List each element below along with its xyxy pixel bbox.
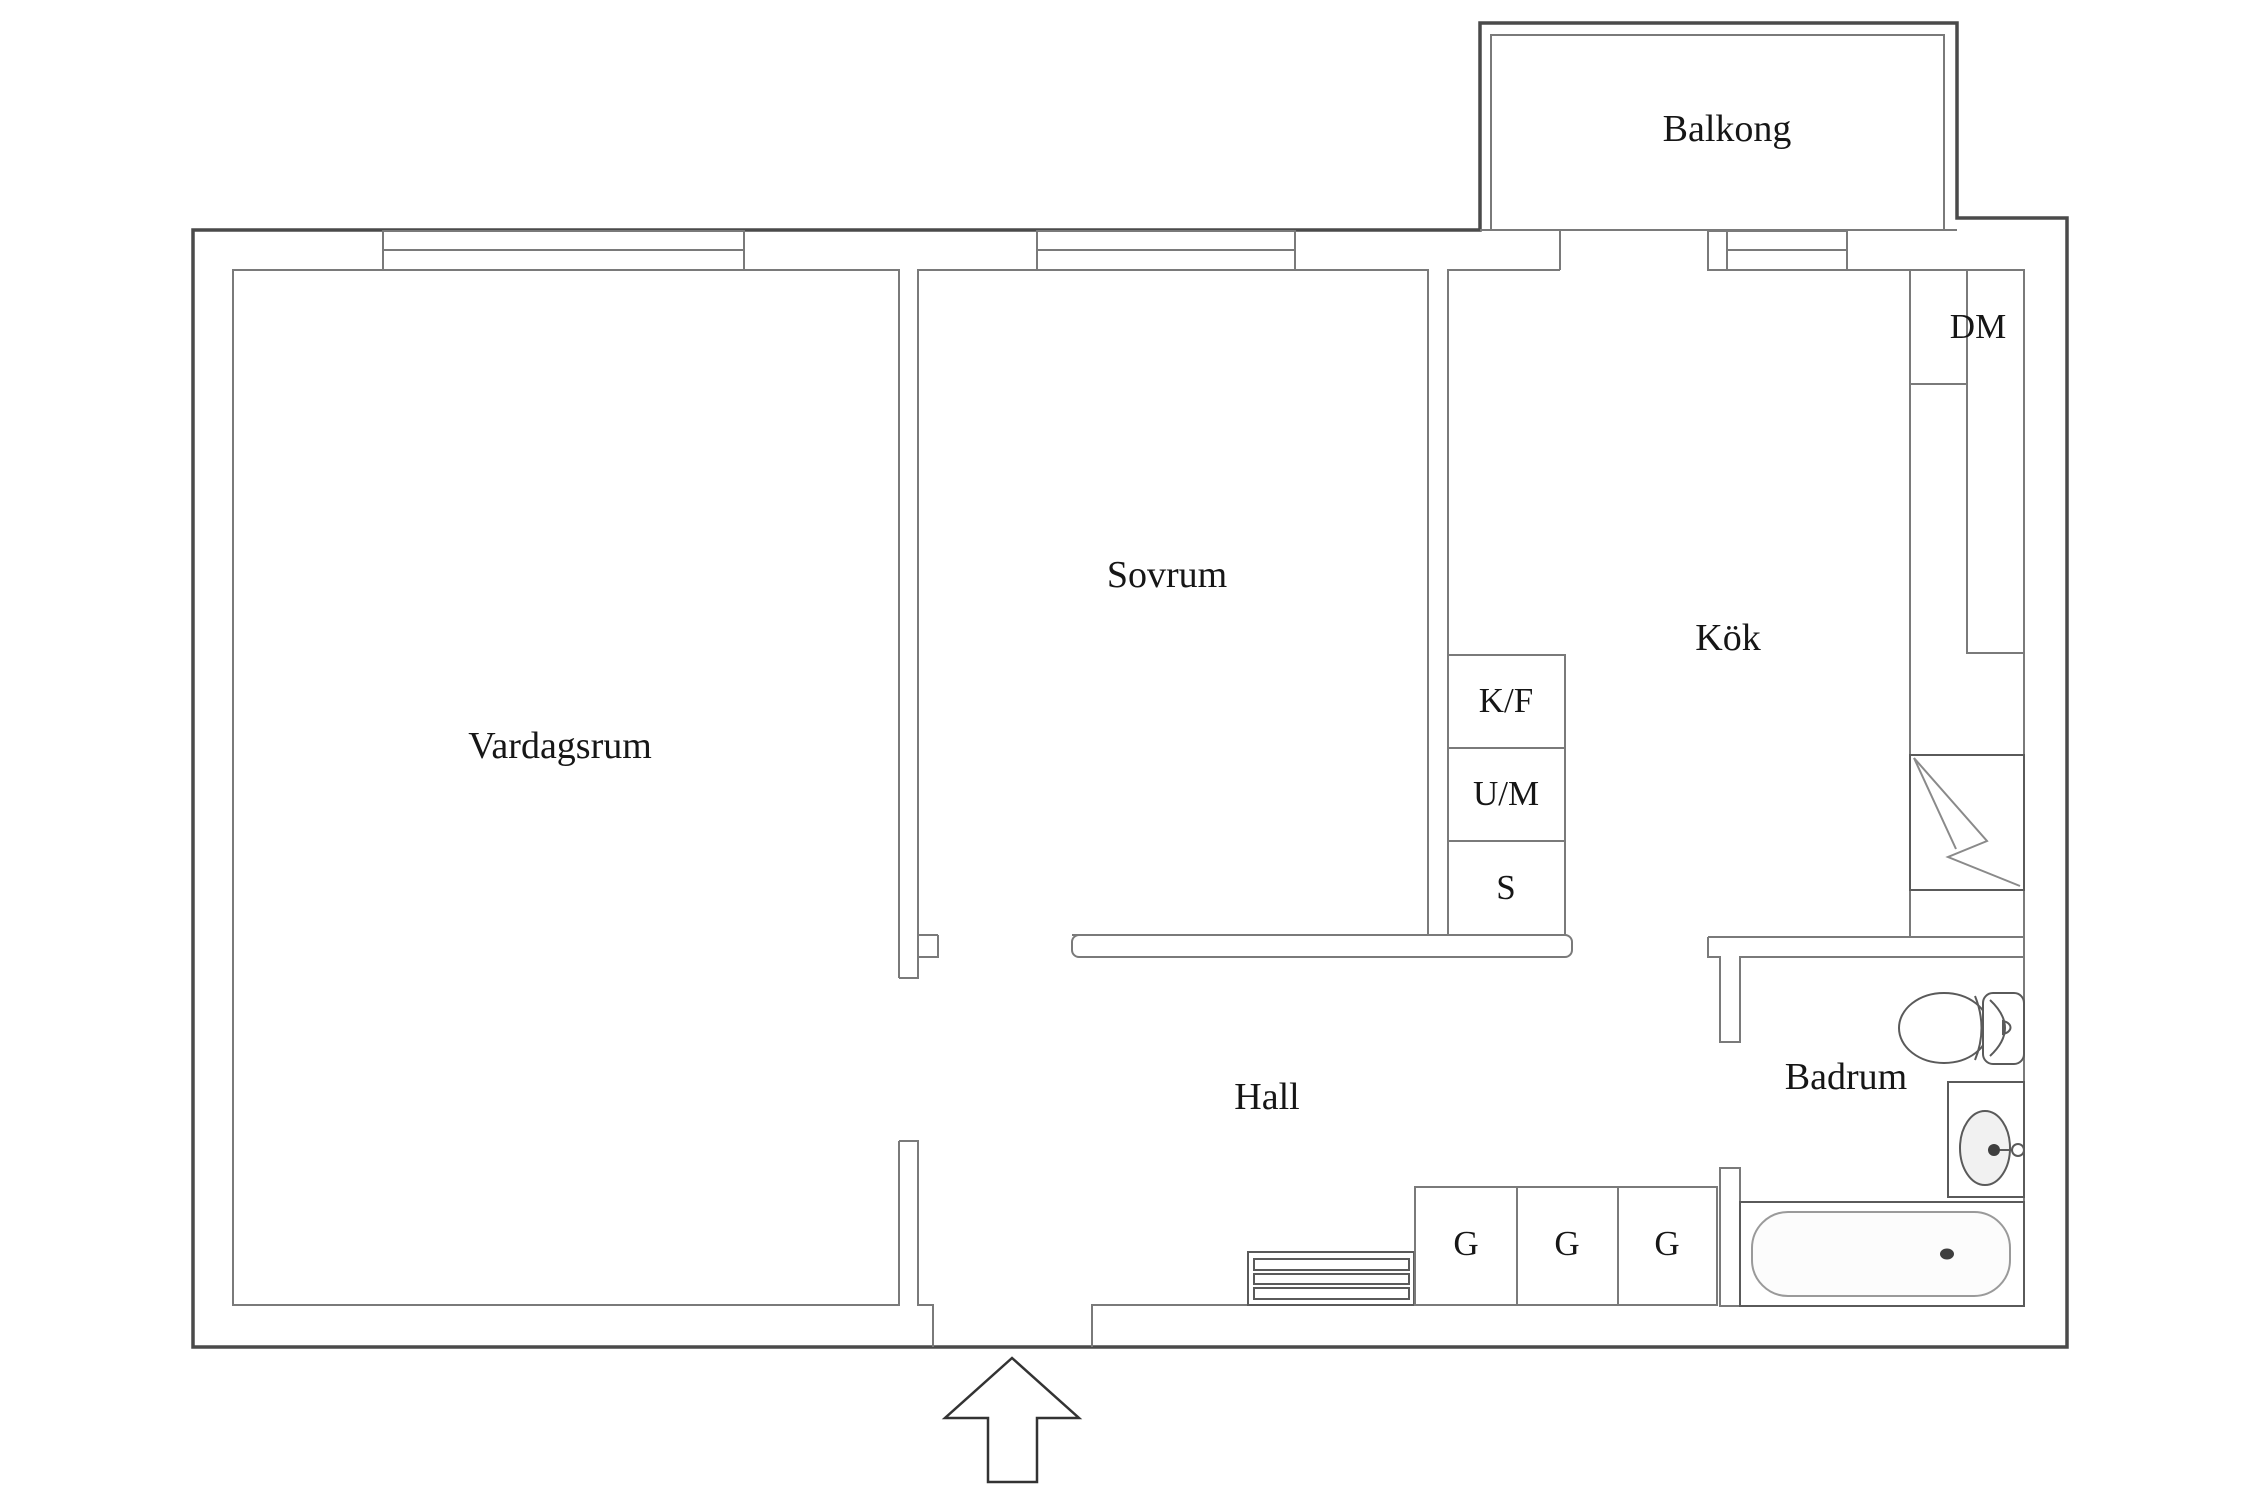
room-label-vardagsrum: Vardagsrum <box>468 725 652 767</box>
toilet-icon <box>1898 992 2025 1065</box>
wall-divider-jamb <box>899 935 939 979</box>
window-symbol-livingroom <box>382 230 745 271</box>
room-label-balkong: Balkong <box>1663 108 1792 150</box>
radiator-icon <box>1247 1251 1415 1306</box>
appliance-label-dishwasher: DM <box>1950 307 2006 346</box>
outer-wall <box>191 21 2069 1349</box>
room-label-hall: Hall <box>1234 1076 1299 1118</box>
wall-sovrum <box>917 269 1429 936</box>
wall-divider-lower <box>899 1140 934 1347</box>
room-label-sovrum: Sovrum <box>1107 554 1227 596</box>
wall-hall-top <box>1071 934 1573 958</box>
appliance-label-oven-micro: U/M <box>1473 774 1539 813</box>
stove-icon <box>1909 754 2025 891</box>
wall-badrum-top <box>1707 936 2024 1043</box>
wall-entry-jamb <box>1091 1304 1248 1347</box>
appliance-label-wardrobe-2: G <box>1554 1224 1579 1263</box>
room-label-kok: Kök <box>1695 617 1760 659</box>
room-label-badrum: Badrum <box>1785 1056 1907 1098</box>
sink-icon <box>1947 1081 2025 1198</box>
window-symbol-bedroom <box>1036 230 1296 271</box>
appliance-label-pantry: S <box>1496 868 1515 907</box>
appliance-label-wardrobe-1: G <box>1453 1224 1478 1263</box>
hall-wardrobes <box>1414 1186 1718 1306</box>
bathtub-icon <box>1739 1201 2025 1307</box>
wall-vardagsrum <box>232 269 900 1306</box>
kitchen-cabinet-column <box>1447 654 1566 936</box>
appliance-label-wardrobe-3: G <box>1654 1224 1679 1263</box>
wall-badrum-left-lower <box>1719 1167 1741 1307</box>
window-symbol-kitchen <box>1707 230 1848 271</box>
appliance-label-fridge-freezer: K/F <box>1479 681 1533 720</box>
entry-arrow-icon <box>941 1356 1083 1484</box>
